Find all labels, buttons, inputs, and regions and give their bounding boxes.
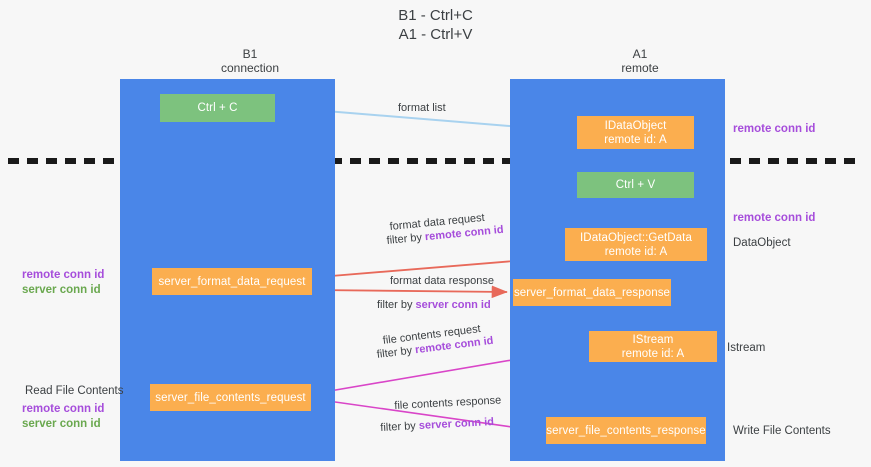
filter-prefix: filter by [386, 231, 426, 247]
arrow-file-contents-response [313, 398, 541, 435]
filter-prefix: filter by [377, 299, 416, 311]
annotation-read-file-contents: Read File Contents [25, 385, 124, 397]
node-server-format-data-request[interactable]: server_format_data_request [152, 268, 312, 295]
node-ctrl-c[interactable]: Ctrl + C [160, 94, 275, 122]
annotation-server-conn-id: server conn id [22, 418, 101, 430]
filter-prefix: filter by [380, 419, 420, 434]
edge-caption-format-data-response: format data response [390, 275, 494, 287]
annotation-conn-ids-bottom: remote conn id server conn id [22, 402, 104, 432]
filter-key-server-conn-id: server conn id [415, 299, 491, 311]
node-server-file-contents-response[interactable]: server_file_contents_response [546, 417, 706, 444]
lane-header-b1: B1 connection [220, 47, 280, 75]
diagram-title: B1 - Ctrl+C A1 - Ctrl+V [398, 7, 473, 43]
node-ctrl-v[interactable]: Ctrl + V [577, 172, 694, 198]
annotation-dataobject: DataObject [733, 237, 791, 249]
annotation-istream: Istream [727, 342, 766, 354]
node-server-file-contents-request[interactable]: server_file_contents_request [150, 384, 311, 411]
lane-header-a1: A1 remote [621, 47, 659, 75]
node-server-format-data-response[interactable]: server_format_data_response [513, 279, 671, 306]
arrow-format-data-response [314, 285, 508, 299]
node-istream[interactable]: IStream remote id: A [589, 331, 717, 362]
node-idataobject[interactable]: IDataObject remote id: A [577, 116, 694, 149]
annotation-remote-conn-id-top: remote conn id [733, 123, 816, 135]
edge-caption-format-list: format list [398, 102, 446, 114]
annotation-remote-conn-id-mid: remote conn id [733, 212, 816, 224]
annotation-conn-ids-mid: remote conn id server conn id [22, 268, 104, 298]
annotation-remote-conn-id: remote conn id [22, 403, 105, 415]
filter-key-server-conn-id: server conn id [418, 416, 495, 432]
node-idataobject-getdata[interactable]: IDataObject::GetData remote id: A [565, 228, 707, 261]
edge-caption-format-data-response-filter: filter by server conn id [377, 298, 491, 312]
annotation-remote-conn-id: remote conn id [22, 269, 105, 281]
annotation-write-file-contents: Write File Contents [733, 425, 831, 437]
annotation-server-conn-id: server conn id [22, 284, 101, 296]
